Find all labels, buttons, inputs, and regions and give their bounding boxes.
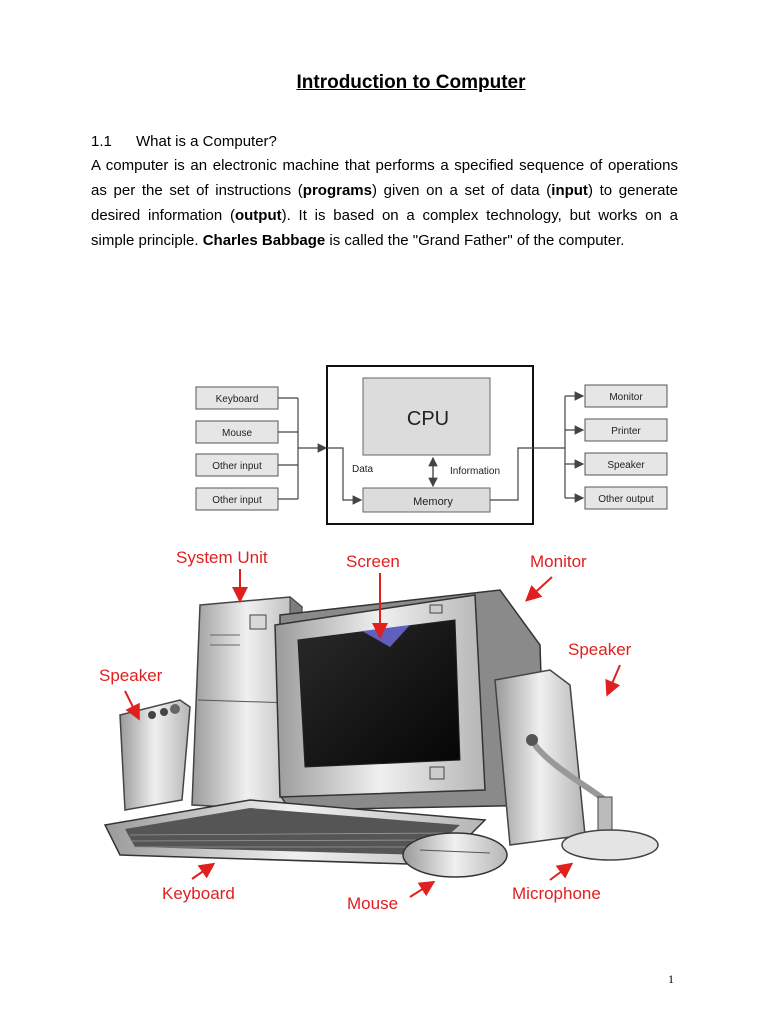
paragraph-text: A computer is an electronic machine that… <box>91 157 678 199</box>
monitor <box>274 589 546 811</box>
data-label: Data <box>352 464 374 475</box>
paragraph-text: ) given on a set of data ( <box>371 182 552 199</box>
section-heading: 1.1 What is a Computer? <box>91 133 277 150</box>
section-number: 1.1 <box>91 133 112 150</box>
left-speaker <box>119 699 191 811</box>
input-other-label-2: Other input <box>212 495 262 506</box>
bold-term: Charles Babbage <box>202 232 326 249</box>
bold-term: input <box>551 182 588 199</box>
input-other-label-1: Other input <box>212 461 262 472</box>
bold-term: programs <box>302 182 372 199</box>
input-connectors <box>278 397 328 500</box>
page-title: Introduction to Computer <box>296 72 526 93</box>
memory-box <box>362 487 491 513</box>
cpu-label: CPU <box>407 408 449 430</box>
cpu-box <box>362 377 491 456</box>
label-monitor: Monitor <box>530 552 587 571</box>
definition-paragraph: A computer is an electronic machine that… <box>91 153 678 253</box>
input-mouse-label: Mouse <box>222 428 252 439</box>
information-label: Information <box>450 466 500 477</box>
keyboard <box>103 799 487 866</box>
input-boxes: Keyboard Mouse Other input Other input <box>195 386 279 511</box>
memory-label: Memory <box>413 496 453 508</box>
page-number: 1 <box>668 972 674 986</box>
label-mouse: Mouse <box>347 894 398 913</box>
computer-block-diagram: Keyboard Mouse Other input Other input C… <box>195 365 668 525</box>
label-speaker-left: Speaker <box>99 666 163 685</box>
microphone <box>532 743 659 861</box>
paragraph-text: ). It is based on a complex technology, … <box>91 207 678 249</box>
bold-term: output <box>234 207 282 224</box>
paragraph-text: ) to generate desired information ( <box>91 182 679 224</box>
output-printer-label: Printer <box>611 426 641 437</box>
label-speaker-right: Speaker <box>568 640 632 659</box>
paragraph-text: is called the "Grand Father" of the comp… <box>325 232 625 249</box>
output-connectors <box>533 391 585 503</box>
right-speaker <box>494 669 586 846</box>
output-speaker-label: Speaker <box>607 460 645 471</box>
computer-illustration: System Unit Screen Monitor Speaker Speak… <box>99 548 659 913</box>
label-system-unit: System Unit <box>176 548 268 567</box>
internal-arrows <box>327 447 533 505</box>
label-keyboard: Keyboard <box>162 884 235 903</box>
input-keyboard-label: Keyboard <box>216 394 259 405</box>
section-title: What is a Computer? <box>136 133 277 150</box>
label-screen: Screen <box>346 552 400 571</box>
output-other-label: Other output <box>598 494 654 505</box>
output-boxes: Monitor Printer Speaker Other output <box>584 384 668 510</box>
mouse <box>402 832 508 878</box>
output-monitor-label: Monitor <box>609 392 643 403</box>
label-microphone: Microphone <box>512 884 601 903</box>
